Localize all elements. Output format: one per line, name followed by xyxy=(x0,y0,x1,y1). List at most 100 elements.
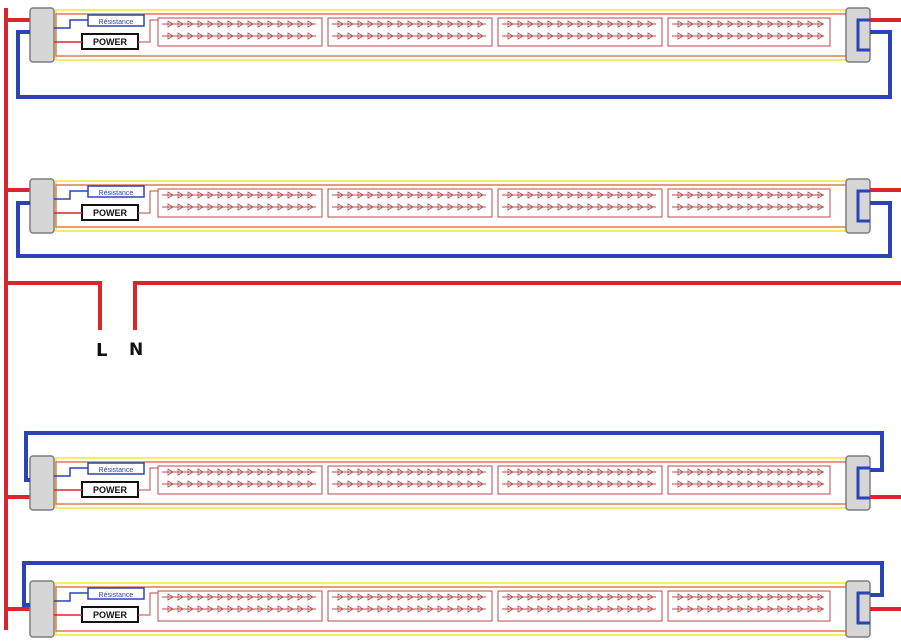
led-diode xyxy=(227,605,234,613)
led-diode xyxy=(397,468,404,476)
led-diode xyxy=(617,593,624,601)
resistor-label: Résistance xyxy=(99,190,134,197)
led-diode xyxy=(537,480,544,488)
led-diode xyxy=(337,20,344,28)
led-diode xyxy=(797,468,804,476)
led-diode xyxy=(607,468,614,476)
led-diode xyxy=(557,480,564,488)
led-diode xyxy=(577,20,584,28)
led-diode xyxy=(527,32,534,40)
led-diode xyxy=(737,20,744,28)
led-diode xyxy=(647,480,654,488)
led-diode xyxy=(607,593,614,601)
led-diode xyxy=(347,605,354,613)
led-diode xyxy=(677,191,684,199)
internal-wire xyxy=(138,467,158,491)
led-group xyxy=(667,590,831,622)
led-diode xyxy=(287,32,294,40)
led-diode xyxy=(437,191,444,199)
led-diode xyxy=(397,480,404,488)
led-diode xyxy=(577,593,584,601)
led-diode xyxy=(297,203,304,211)
led-diode xyxy=(817,468,824,476)
led-diode xyxy=(537,468,544,476)
led-diode xyxy=(507,20,514,28)
led-diode xyxy=(227,203,234,211)
led-diode xyxy=(587,480,594,488)
led-diode xyxy=(697,203,704,211)
led-board xyxy=(327,590,493,622)
neutral-loop-wire xyxy=(24,431,884,482)
led-group xyxy=(327,590,493,622)
led-diode xyxy=(637,480,644,488)
led-diode xyxy=(397,593,404,601)
led-diode xyxy=(227,191,234,199)
led-diode xyxy=(267,203,274,211)
led-diode xyxy=(807,468,814,476)
led-diode xyxy=(207,468,214,476)
led-diode xyxy=(367,468,374,476)
led-diode xyxy=(727,203,734,211)
led-diode xyxy=(387,32,394,40)
led-diode xyxy=(287,605,294,613)
led-diode xyxy=(337,593,344,601)
led-diode xyxy=(577,468,584,476)
led-diode xyxy=(357,203,364,211)
led-diode xyxy=(247,593,254,601)
led-diode xyxy=(607,20,614,28)
led-diode xyxy=(767,480,774,488)
led-diode xyxy=(447,203,454,211)
led-diode xyxy=(207,480,214,488)
led-diode xyxy=(387,605,394,613)
led-diode xyxy=(807,32,814,40)
led-diode xyxy=(457,203,464,211)
led-diode xyxy=(417,593,424,601)
led-diode xyxy=(787,203,794,211)
led-diode xyxy=(647,203,654,211)
led-diode xyxy=(457,605,464,613)
led-diode xyxy=(777,480,784,488)
endcap-jumper xyxy=(856,591,870,625)
led-diode xyxy=(447,191,454,199)
led-diode xyxy=(447,32,454,40)
led-diode xyxy=(747,468,754,476)
led-group xyxy=(497,188,663,218)
led-diode xyxy=(407,191,414,199)
led-group xyxy=(327,17,493,47)
led-diode xyxy=(407,480,414,488)
led-diode xyxy=(727,480,734,488)
led-diode xyxy=(567,32,574,40)
led-diode xyxy=(177,191,184,199)
led-diode xyxy=(607,480,614,488)
led-diode xyxy=(237,32,244,40)
led-diode xyxy=(807,203,814,211)
led-diode xyxy=(247,480,254,488)
led-diode xyxy=(297,593,304,601)
led-diode xyxy=(477,32,484,40)
led-diode xyxy=(617,468,624,476)
led-diode xyxy=(417,20,424,28)
led-diode xyxy=(597,20,604,28)
led-diode xyxy=(457,468,464,476)
led-diode xyxy=(287,203,294,211)
led-diode xyxy=(507,203,514,211)
led-diode xyxy=(567,593,574,601)
led-diode xyxy=(447,480,454,488)
led-diode xyxy=(697,20,704,28)
led-diode xyxy=(797,593,804,601)
led-diode xyxy=(197,468,204,476)
led-diode xyxy=(477,20,484,28)
led-diode xyxy=(747,593,754,601)
led-diode xyxy=(447,20,454,28)
led-diode xyxy=(217,32,224,40)
led-diode xyxy=(727,605,734,613)
led-diode xyxy=(207,593,214,601)
led-diode xyxy=(447,593,454,601)
led-diode xyxy=(687,203,694,211)
led-diode xyxy=(627,605,634,613)
led-diode xyxy=(437,20,444,28)
led-diode xyxy=(257,593,264,601)
